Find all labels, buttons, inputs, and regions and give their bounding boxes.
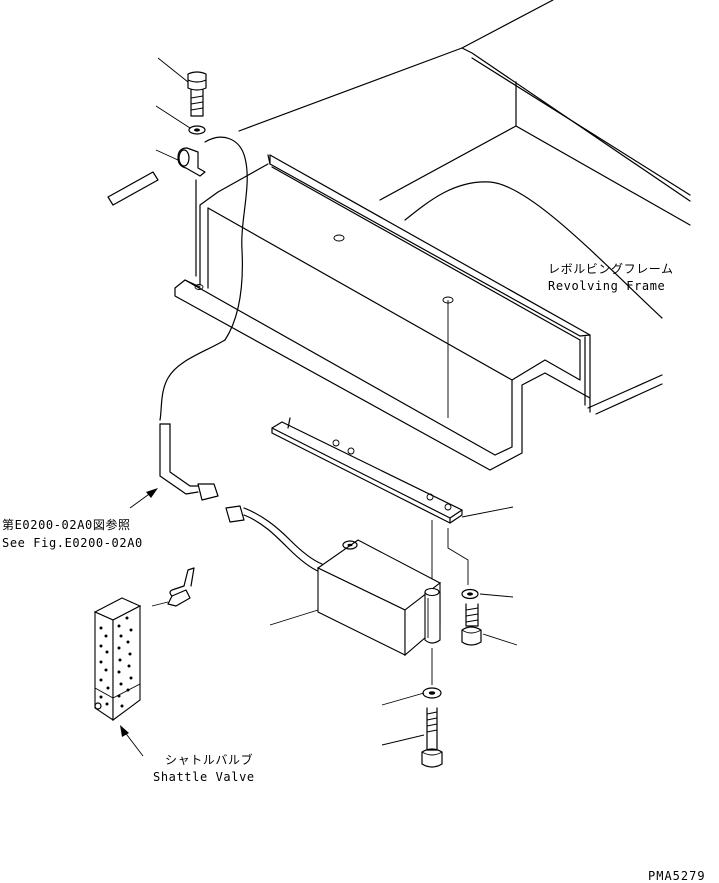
- see-fig-arrow: [129, 488, 158, 509]
- right-washer: [461, 588, 479, 600]
- bottom-bolt: [421, 707, 443, 768]
- controller-box: [316, 539, 442, 657]
- revolving-frame-label-en: Revolving Frame: [548, 279, 665, 293]
- mounting-bracket: [174, 154, 591, 471]
- shuttle-valve-arrow: [120, 725, 144, 757]
- see-fig-label-jp: 第E0200-02A0図参照: [2, 517, 131, 532]
- leader-lines: [155, 57, 518, 746]
- revolving-frame: [238, 0, 691, 415]
- wire-harness: [159, 136, 323, 573]
- shuttle-valve: [93, 597, 142, 722]
- top-bolt: [187, 71, 207, 117]
- drawing-code: PMA5279: [648, 869, 706, 883]
- valve-fitting: [151, 567, 195, 607]
- shuttle-valve-label-jp: シャトルバルブ: [165, 752, 253, 767]
- revolving-frame-label-jp: レボルビングフレーム: [548, 262, 674, 276]
- bottom-washer: [422, 687, 442, 699]
- shuttle-valve-label-en: Shattle Valve: [153, 770, 255, 784]
- see-fig-label-en: See Fig.E0200-02A0: [2, 536, 143, 550]
- sleeve-part: [107, 171, 159, 206]
- hose-clamp: [177, 147, 206, 177]
- spacer-plate: [271, 417, 463, 524]
- top-washer: [188, 125, 206, 135]
- right-bolt: [461, 603, 482, 646]
